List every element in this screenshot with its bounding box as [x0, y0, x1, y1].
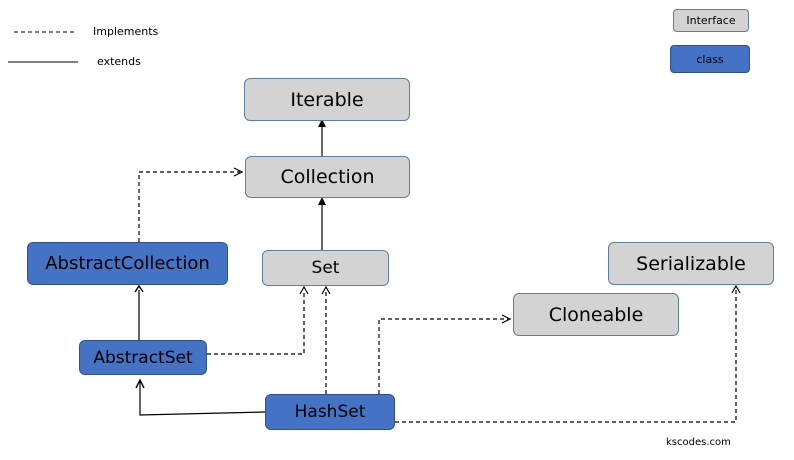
arrowhead [731, 284, 741, 294]
arrowhead [299, 285, 309, 295]
abstractcollection-class-node: AbstractCollection [27, 242, 228, 285]
arrowhead [134, 284, 144, 293]
set-interface-node: Set [262, 250, 389, 286]
node-label: Set [311, 258, 340, 278]
legend-class-swatch: class [670, 45, 750, 73]
arrowhead [318, 119, 326, 127]
node-label: AbstractSet [93, 347, 193, 368]
arrowhead [501, 314, 512, 324]
serializable-interface-node: Serializable [608, 242, 774, 285]
hashset-implements-serializable-line [395, 289, 737, 423]
collection-interface-node: Collection [245, 156, 410, 198]
cloneable-interface-node: Cloneable [513, 293, 679, 336]
abstractset-class-node: AbstractSet [79, 340, 207, 375]
node-label: AbstractCollection [45, 253, 210, 274]
arrowhead [135, 378, 145, 389]
abstractset-implements-set-line [207, 290, 305, 355]
node-label: Cloneable [548, 303, 644, 326]
iterable-interface-node: Iterable [244, 78, 410, 121]
legend-extends-label: extends [97, 55, 141, 68]
legend-class-label: class [696, 52, 724, 66]
legend-interface-label: Interface [686, 14, 736, 27]
legend-implements-label: Implements [93, 25, 159, 38]
node-label: Collection [280, 166, 375, 188]
legend-interface-swatch: Interface [673, 9, 749, 32]
arrowhead [233, 167, 244, 177]
arrowhead [321, 285, 331, 295]
arrowhead [318, 197, 326, 205]
hashset-class-node: HashSet [265, 394, 395, 430]
hashset-implements-cloneable-line [378, 318, 508, 394]
hashset-extends-abstractset-line [139, 382, 266, 416]
node-label: HashSet [294, 402, 366, 422]
abstractcollection-implements-collection-line [138, 171, 240, 242]
node-label: Iterable [290, 88, 364, 111]
watermark-text: kscodes.com [666, 437, 731, 448]
node-label: Serializable [636, 252, 746, 275]
